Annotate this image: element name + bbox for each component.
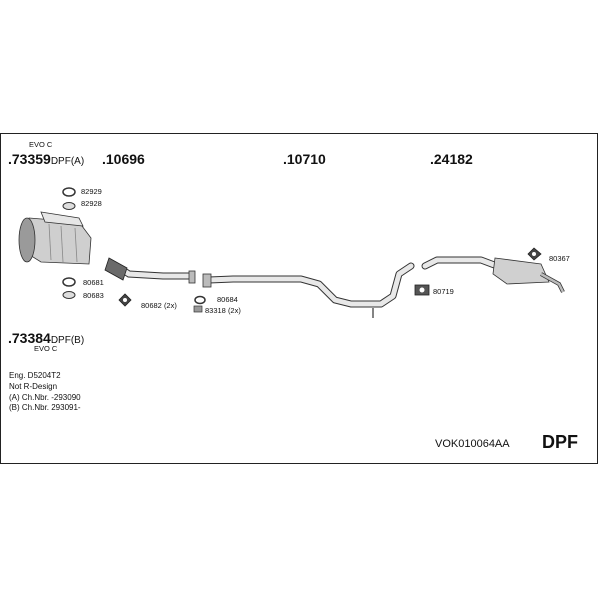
part-80684-label[interactable]: 80684 bbox=[217, 295, 238, 304]
rubber-hanger-80367-icon bbox=[527, 247, 542, 261]
middle-pipe bbox=[202, 262, 415, 318]
note-line: Eng. D5204T2 bbox=[9, 371, 61, 380]
dpf-a-suffix: DPF(A) bbox=[50, 156, 85, 167]
notes-block: Eng. D5204T2 Not R-Design (A) Ch.Nbr. -2… bbox=[9, 371, 81, 414]
part-80367-label[interactable]: 80367 bbox=[549, 254, 570, 263]
part-80682-label[interactable]: 80682 (2x) bbox=[141, 301, 177, 310]
kit-code: VOK010064AA bbox=[435, 438, 510, 450]
gasket-82928-icon bbox=[62, 202, 76, 210]
note-line: (B) Ch.Nbr. 293091- bbox=[9, 403, 81, 413]
part-83318-label[interactable]: 83318 (2x) bbox=[205, 306, 241, 315]
diagram-frame: EVO C .73359DPF(A) .10696 .10710 .24182 … bbox=[0, 133, 598, 464]
clamp-83318-icon bbox=[193, 305, 203, 313]
rubber-hanger-80682-icon bbox=[118, 293, 132, 307]
dpf-b-number: .73384 bbox=[8, 330, 51, 346]
dpf-a-number: .73359 bbox=[8, 151, 51, 167]
kit-type: DPF bbox=[542, 432, 578, 452]
pipe-rear-reference[interactable]: .24182 bbox=[430, 151, 473, 167]
pipe-front-reference[interactable]: .10696 bbox=[102, 151, 145, 167]
gasket-80683-icon bbox=[62, 291, 76, 299]
rear-section bbox=[421, 256, 565, 293]
dpf-unit bbox=[18, 211, 92, 265]
part-82928-label[interactable]: 82928 bbox=[81, 199, 102, 208]
part-80719-label[interactable]: 80719 bbox=[433, 287, 454, 296]
clamp-82929-icon bbox=[62, 187, 76, 197]
dpf-b-reference[interactable]: .73384DPF(B) bbox=[8, 331, 84, 346]
evo-top-label: EVO C bbox=[29, 140, 53, 149]
part-82929-label[interactable]: 82929 bbox=[81, 187, 102, 196]
dpf-b-suffix: DPF(B) bbox=[50, 335, 85, 346]
exhaust-system-drawing bbox=[18, 187, 565, 318]
clamp-80681-icon bbox=[62, 277, 76, 287]
dpf-a-reference[interactable]: .73359DPF(A) bbox=[8, 152, 84, 167]
clamp-80684-icon bbox=[194, 295, 206, 305]
evo-bottom-label: EVO C bbox=[34, 344, 58, 353]
pipe-middle-reference[interactable]: .10710 bbox=[283, 151, 326, 167]
note-line: Not R-Design bbox=[9, 381, 58, 391]
part-80681-label[interactable]: 80681 bbox=[83, 278, 104, 287]
note-line: (A) Ch.Nbr. -293090 bbox=[9, 392, 81, 402]
part-80683-label[interactable]: 80683 bbox=[83, 291, 104, 300]
rubber-hanger-80719-icon bbox=[414, 284, 430, 296]
front-pipe bbox=[104, 257, 196, 284]
